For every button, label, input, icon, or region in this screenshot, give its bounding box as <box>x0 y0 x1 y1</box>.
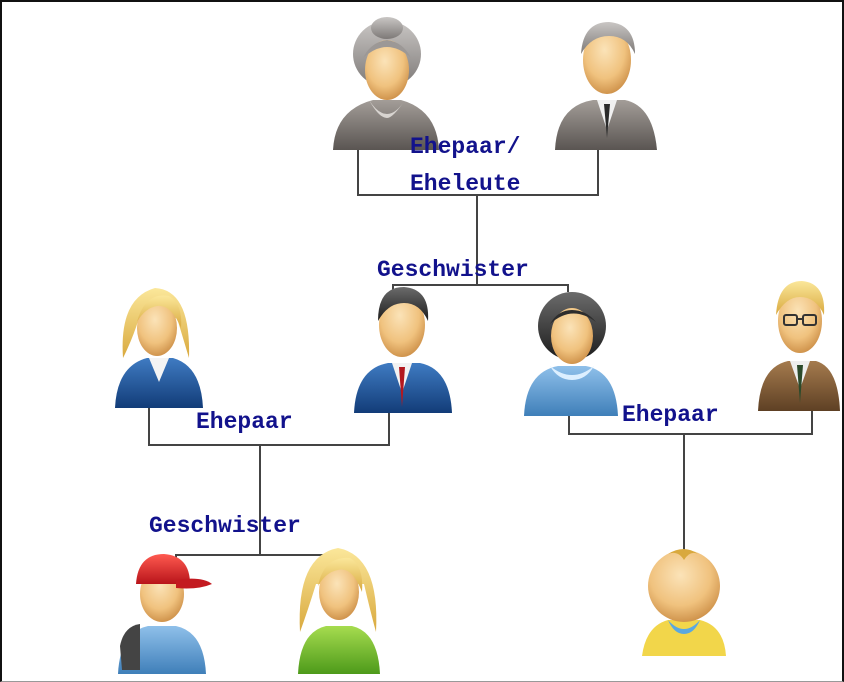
boy-with-cap-icon <box>118 554 212 674</box>
siblings-top-connector <box>392 284 569 292</box>
couple-left-connector <box>148 403 390 446</box>
dark-haired-woman-icon <box>524 292 618 416</box>
siblings-top-label: Geschwister <box>377 257 529 283</box>
grandparents-couple-label-line2: Eheleute <box>410 171 520 197</box>
baby-icon <box>642 549 726 656</box>
couple-right-label: Ehepaar <box>622 402 719 428</box>
siblings-bottom-connector <box>175 554 329 560</box>
blonde-woman-icon <box>115 288 203 408</box>
connector-lines <box>148 150 813 560</box>
couple-right-connector <box>568 405 813 435</box>
businessman-icon <box>354 287 452 413</box>
elderly-woman-icon <box>333 17 439 150</box>
man-with-glasses-icon <box>758 281 840 411</box>
grandparents-couple-label-line1: Ehepaar/ <box>410 134 520 160</box>
couple-left-label: Ehepaar <box>196 409 293 435</box>
blonde-girl-icon <box>298 548 380 674</box>
elderly-man-icon <box>555 22 657 150</box>
siblings-bottom-label: Geschwister <box>149 513 301 539</box>
